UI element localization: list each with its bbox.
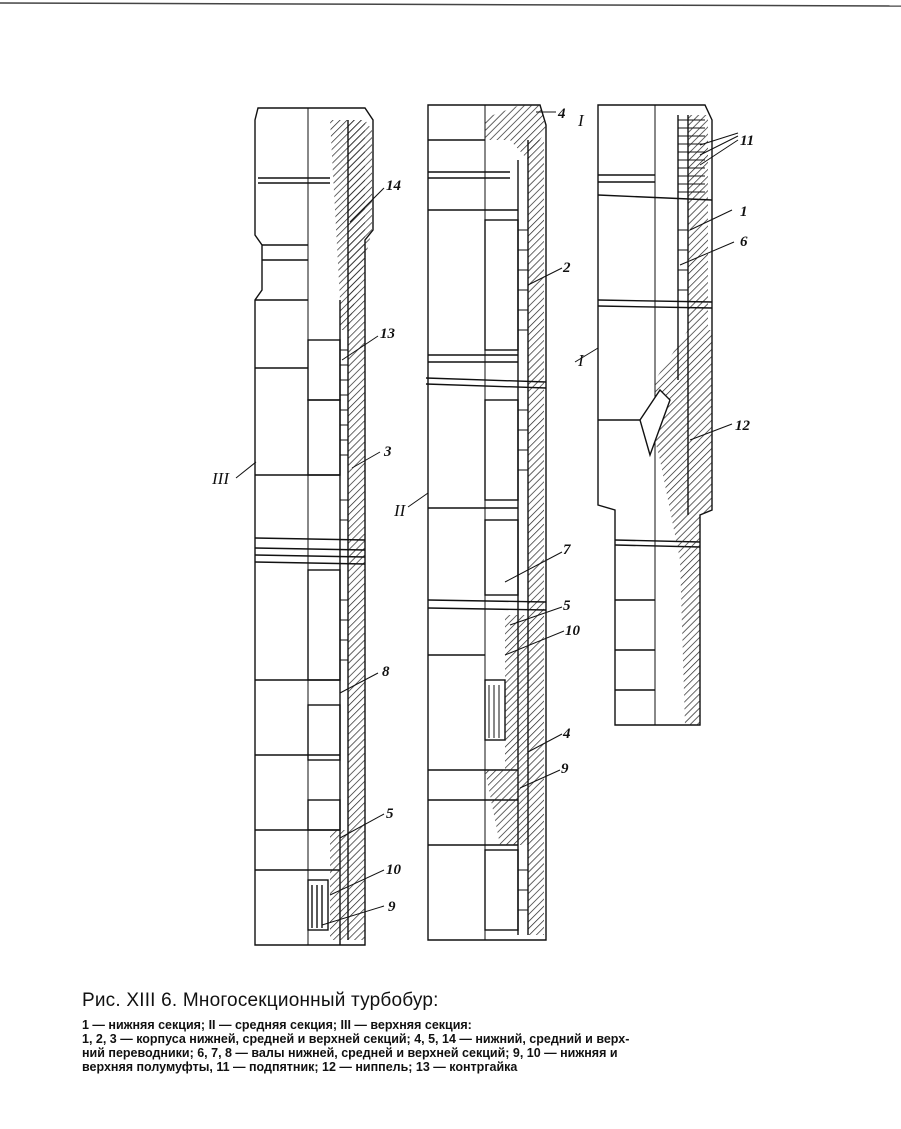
section-i-assembly (597, 104, 713, 726)
callout-2: 2 (562, 260, 571, 276)
callout-13: 13 (380, 326, 396, 342)
callout-10b: 10 (565, 623, 581, 639)
section-ii-leaders (407, 111, 565, 789)
scan-edge-line (0, 2, 901, 7)
section-iii-leaders (235, 187, 385, 926)
section-label-i-top: I (577, 111, 585, 130)
callout-3: 3 (383, 444, 392, 460)
callout-6: 6 (740, 234, 748, 250)
callout-1: 1 (740, 204, 748, 220)
callout-9a: 9 (388, 899, 396, 915)
callout-9b: 9 (561, 761, 569, 777)
callout-10a: 10 (386, 862, 402, 878)
section-label-ii: II (393, 501, 407, 520)
callout-8: 8 (382, 664, 390, 680)
callout-5b: 5 (563, 598, 571, 614)
caption-line-2: 1, 2, 3 — корпуса нижней, средней и верх… (82, 1032, 630, 1046)
caption-title: Рис. XIII 6. Многосекционный турбобур: (82, 990, 439, 1011)
callout-14: 14 (386, 178, 402, 194)
section-label-iii: III (211, 469, 230, 488)
callout-7: 7 (563, 542, 571, 558)
callout-4b: 4 (562, 726, 571, 742)
callout-12: 12 (735, 418, 751, 434)
section-ii-assembly (425, 104, 547, 941)
callout-4a: 4 (557, 106, 566, 122)
turbodrill-drawing: 14 13 3 8 5 10 9 III (0, 2, 901, 946)
callout-5a: 5 (386, 806, 394, 822)
caption-line-4: верхняя полумуфты, 11 — подпятник; 12 — … (82, 1060, 518, 1074)
section-i-leaders (574, 132, 739, 441)
figure-caption: Рис. XIII 6. Многосекционный турбобур: 1… (82, 990, 882, 1074)
caption-line-3: ний переводники; 6, 7, 8 — валы нижней, … (82, 1046, 618, 1060)
section-iii-assembly (254, 107, 374, 946)
section-label-i-mid: I (577, 351, 585, 370)
callout-11: 11 (740, 133, 754, 149)
caption-line-1: 1 — нижняя секция; II — средняя секция; … (82, 1018, 472, 1032)
